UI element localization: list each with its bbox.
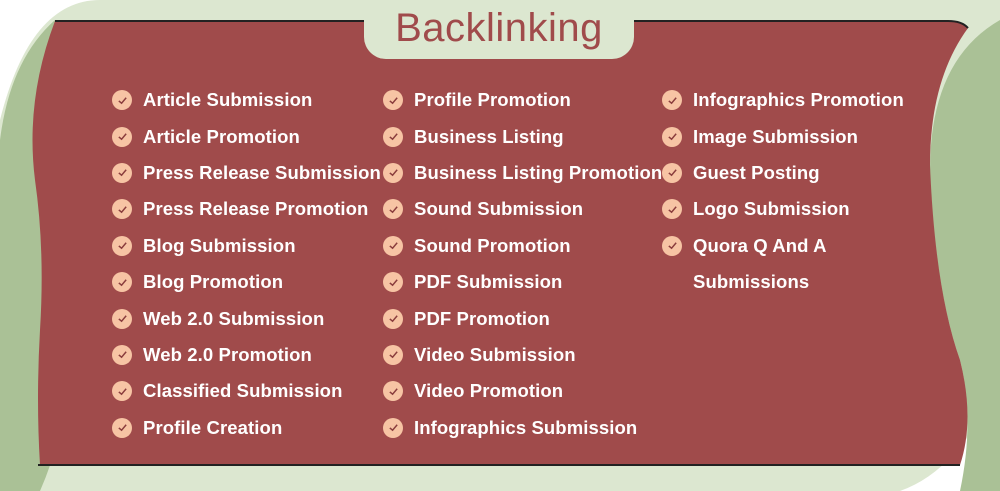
list-item: Guest Posting xyxy=(662,155,904,191)
list-item-label: Blog Submission xyxy=(143,234,296,256)
check-circle-icon xyxy=(383,417,403,438)
list-item-label: Business Listing xyxy=(414,125,564,147)
list-item-label: Profile Promotion xyxy=(414,89,571,111)
check-circle-icon xyxy=(383,199,403,220)
list-item: Web 2.0 Promotion xyxy=(112,337,381,373)
check-circle-icon xyxy=(383,344,403,365)
check-circle-icon xyxy=(112,126,132,147)
check-circle-icon xyxy=(662,199,682,220)
list-item-continuation: Submissions xyxy=(693,271,810,293)
list-item-label: Sound Submission xyxy=(414,198,584,220)
list-item-label: Blog Promotion xyxy=(143,271,284,293)
page-title: Backlinking xyxy=(395,6,603,50)
title-tab: Backlinking xyxy=(364,0,634,59)
list-item-label: Profile Creation xyxy=(143,416,283,438)
check-circle-icon xyxy=(383,308,403,329)
list-item: Sound Promotion xyxy=(383,228,662,264)
check-circle-icon xyxy=(662,90,682,111)
list-item-label: Infographics Promotion xyxy=(693,89,904,111)
list-item-label: Web 2.0 Promotion xyxy=(143,343,312,365)
list-item: Logo Submission xyxy=(662,191,904,227)
list-item: Infographics Submission xyxy=(383,410,662,446)
check-circle-icon xyxy=(662,162,682,183)
list-item-label: Sound Promotion xyxy=(414,234,571,256)
check-circle-icon xyxy=(383,126,403,147)
check-circle-icon xyxy=(112,235,132,256)
list-item: Business Listing Promotion xyxy=(383,155,662,191)
check-circle-icon xyxy=(112,344,132,365)
list-item-label: Video Submission xyxy=(414,343,576,365)
check-circle-icon xyxy=(383,272,403,293)
list-item-label: Video Promotion xyxy=(414,380,564,402)
check-circle-icon xyxy=(383,381,403,402)
list-item-label: Guest Posting xyxy=(693,161,820,183)
check-circle-icon xyxy=(662,126,682,147)
list-item: Quora Q And A xyxy=(662,228,904,264)
check-circle-icon xyxy=(112,381,132,402)
list-item-label: Article Submission xyxy=(143,89,313,111)
list-item-label: PDF Submission xyxy=(414,271,563,293)
check-circle-icon xyxy=(383,162,403,183)
list-item: PDF Submission xyxy=(383,264,662,300)
list-item: Sound Submission xyxy=(383,191,662,227)
right-green-wave xyxy=(930,20,1000,491)
list-item: Web 2.0 Submission xyxy=(112,300,381,336)
list-item-label: Infographics Submission xyxy=(414,416,638,438)
list-item: Article Submission xyxy=(112,82,381,118)
list-item-label: Image Submission xyxy=(693,125,859,147)
list-item-label: Business Listing Promotion xyxy=(414,161,663,183)
list-item: PDF Promotion xyxy=(383,300,662,336)
list-item: Press Release Promotion xyxy=(112,191,381,227)
list-item-label: Press Release Promotion xyxy=(143,198,369,220)
list-item: Business Listing xyxy=(383,118,662,154)
list-item-label: Web 2.0 Submission xyxy=(143,307,325,329)
red-panel xyxy=(32,21,968,465)
check-circle-icon xyxy=(112,199,132,220)
list-item-label: Article Promotion xyxy=(143,125,300,147)
list-item-label: Quora Q And A xyxy=(693,234,827,256)
list-item-label: PDF Promotion xyxy=(414,307,550,329)
list-item: Image Submission xyxy=(662,118,904,154)
check-circle-icon xyxy=(383,90,403,111)
list-item: Video Promotion xyxy=(383,373,662,409)
list-item: Blog Submission xyxy=(112,228,381,264)
list-item: Profile Promotion xyxy=(383,82,662,118)
check-circle-icon xyxy=(662,235,682,256)
list-item: Blog Promotion xyxy=(112,264,381,300)
list-item: Profile Creation xyxy=(112,410,381,446)
check-circle-icon xyxy=(112,90,132,111)
list-item: Press Release Submission xyxy=(112,155,381,191)
check-circle-icon xyxy=(112,162,132,183)
check-circle-icon xyxy=(112,308,132,329)
list-item: Article Promotion xyxy=(112,118,381,154)
list-item-label: Press Release Submission xyxy=(143,161,381,183)
list-item: Classified Submission xyxy=(112,373,381,409)
list-item: Video Submission xyxy=(383,337,662,373)
check-circle-icon xyxy=(383,235,403,256)
list-item-label: Classified Submission xyxy=(143,380,343,402)
list-item: Infographics Promotion xyxy=(662,82,904,118)
check-circle-icon xyxy=(112,417,132,438)
check-circle-icon xyxy=(112,272,132,293)
list-item-label: Logo Submission xyxy=(693,198,850,220)
